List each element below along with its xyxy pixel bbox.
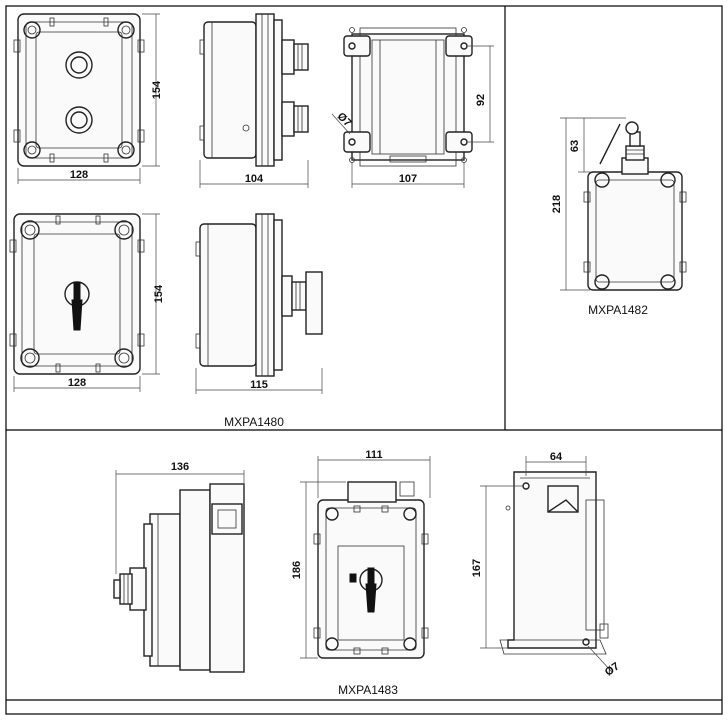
main-switch-bracket-view xyxy=(499,471,609,655)
dim-label-104: 104 xyxy=(245,173,264,185)
dimension-ls-height: 218 xyxy=(551,117,626,291)
switch-box-front-view xyxy=(9,213,145,375)
dim-label-128-sw: 128 xyxy=(68,377,86,389)
dim-label-154: 154 xyxy=(151,80,163,99)
dim-label-107: 107 xyxy=(399,173,417,185)
dim-label-64: 64 xyxy=(550,451,563,463)
model-label-mxpa1483: MXPA1483 xyxy=(338,683,398,697)
limit-switch-box-view xyxy=(583,121,687,291)
dim-label-128: 128 xyxy=(70,169,88,181)
dim-label-dia7-bracket: Ø7 xyxy=(603,660,622,678)
dimension-sw-side-depth: 115 xyxy=(195,368,323,394)
dimension-frame-hole-dia: Ø7 xyxy=(331,110,354,135)
model-label-mxpa1482: MXPA1482 xyxy=(588,303,648,317)
dimension-ms-side-width: 136 xyxy=(115,461,245,574)
dimension-frame-hole-spacing: 92 xyxy=(466,45,494,143)
dim-label-167: 167 xyxy=(471,559,483,577)
dimension-pb-height: 154 xyxy=(142,13,163,167)
dim-label-111: 111 xyxy=(365,449,382,461)
dim-label-115: 115 xyxy=(250,379,268,391)
switch-box-side-view xyxy=(195,213,323,377)
dim-label-136: 136 xyxy=(171,461,189,473)
dim-label-dia7-frame: Ø7 xyxy=(335,110,354,129)
dim-label-186: 186 xyxy=(291,561,303,579)
dimension-pb-side-depth: 104 xyxy=(199,160,309,188)
main-switch-side-view xyxy=(113,483,245,673)
dim-label-154-sw: 154 xyxy=(153,284,165,303)
table-grid xyxy=(5,5,723,715)
dimension-sw-width: 128 xyxy=(13,376,141,392)
mounting-frame-view xyxy=(343,27,473,167)
dimension-ms-bracket-depth: 64 xyxy=(525,451,587,476)
dimension-ms-bracket-height: 167 xyxy=(471,485,524,649)
dimension-ms-front-width: 111 xyxy=(317,449,431,498)
pushbutton-box-front-view xyxy=(13,13,145,167)
dimension-sw-height: 154 xyxy=(142,213,165,375)
dimension-frame-width: 107 xyxy=(351,162,465,188)
dim-label-92: 92 xyxy=(475,94,487,106)
dim-label-63: 63 xyxy=(569,140,581,152)
dim-label-218: 218 xyxy=(551,195,563,213)
dimension-ms-front-height: 186 xyxy=(291,481,346,659)
main-switch-front-view xyxy=(313,481,429,659)
dimension-pb-width: 128 xyxy=(17,168,141,184)
model-label-mxpa1480: MXPA1480 xyxy=(224,415,284,429)
dimension-ls-lever: 63 xyxy=(569,118,592,173)
pushbutton-box-side-view xyxy=(199,13,309,167)
